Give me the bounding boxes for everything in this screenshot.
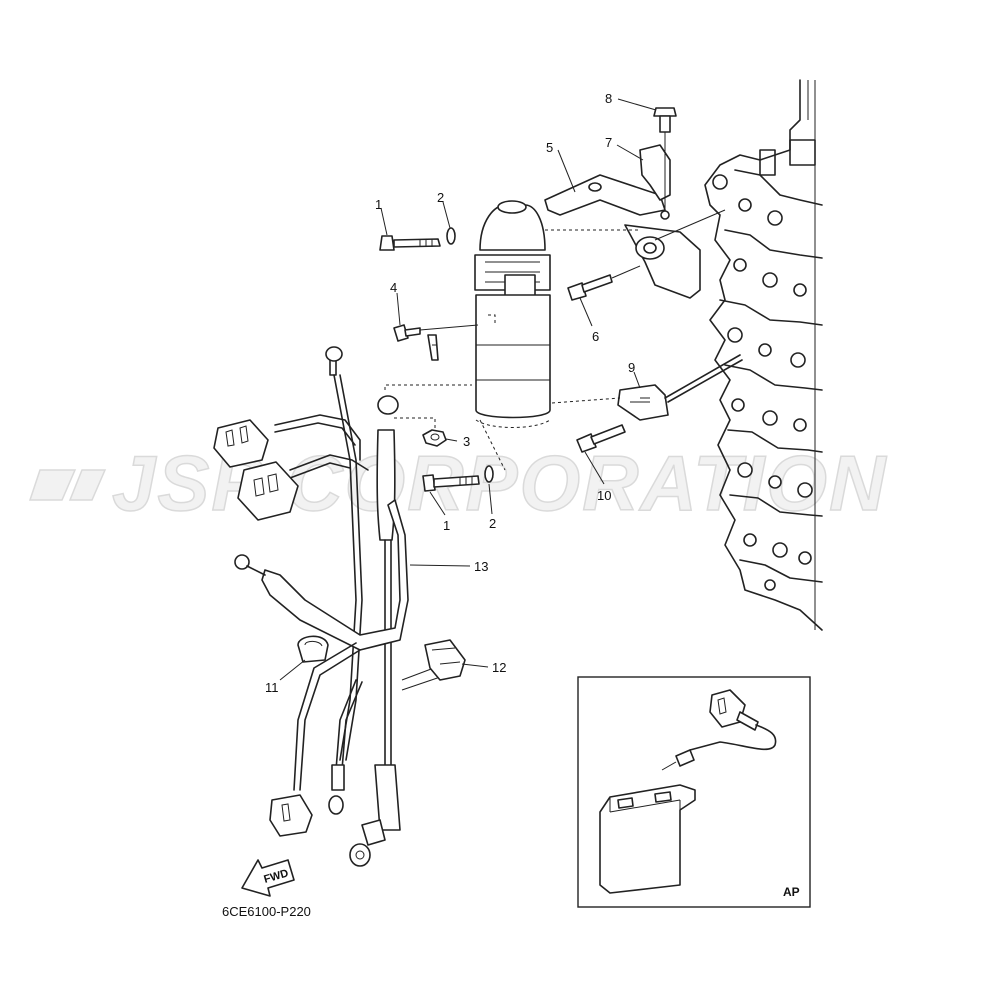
bolt-4 [393, 324, 479, 361]
callout-13: 13 [474, 559, 488, 574]
bolt-1-upper [379, 235, 441, 251]
nut-3 [392, 417, 447, 447]
watermark-logo-icon [28, 469, 107, 501]
bolt-10 [576, 424, 626, 453]
callout-9: 9 [628, 360, 635, 375]
wiring-harness [234, 346, 472, 867]
callout-6: 6 [592, 329, 599, 344]
callout-11: 11 [265, 680, 279, 695]
inset-cable [677, 724, 777, 761]
callout-10: 10 [597, 488, 611, 503]
callout-12: 12 [492, 660, 506, 675]
callout-7: 7 [605, 135, 612, 150]
bracket-7 [639, 130, 671, 220]
callout-3: 3 [463, 434, 470, 449]
washer-2-lower [479, 419, 506, 483]
callout-2-upper: 2 [437, 190, 444, 205]
callout-8: 8 [605, 91, 612, 106]
clamp-11 [297, 635, 329, 663]
clamp-12 [424, 639, 466, 681]
harness-connectors [213, 419, 313, 837]
washer-2-upper [446, 227, 456, 245]
bolt-8 [653, 107, 677, 133]
bolt-1-lower [422, 474, 480, 492]
bracket-5 [544, 174, 726, 299]
callout-2-lower: 2 [489, 516, 496, 531]
callout-4: 4 [390, 280, 397, 295]
diagram-code: 6CE6100-P220 [222, 904, 311, 919]
callout-5: 5 [546, 140, 553, 155]
engine-block [704, 79, 823, 631]
starter-motor [474, 200, 551, 428]
bolt-6 [567, 265, 641, 301]
holder-9 [551, 354, 743, 421]
callout-1-upper: 1 [375, 197, 382, 212]
inset-label: AP [783, 885, 800, 899]
callout-1-lower: 1 [443, 518, 450, 533]
fwd-arrow: FWD [241, 859, 295, 897]
inset-battery-cable: AP [577, 676, 811, 908]
inset-battery [599, 784, 696, 894]
